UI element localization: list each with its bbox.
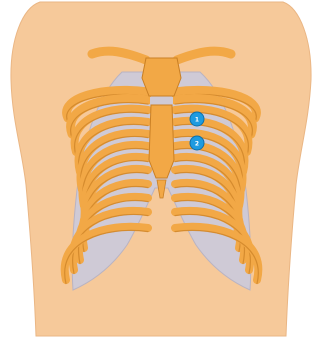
marker-2: 2 (190, 136, 204, 150)
manubrium (142, 58, 181, 96)
sternal-angle (150, 97, 173, 105)
marker-1-label: 1 (195, 116, 199, 123)
marker-1: 1 (190, 112, 204, 126)
marker-2-label: 2 (195, 140, 199, 147)
sternum-body (149, 105, 174, 178)
